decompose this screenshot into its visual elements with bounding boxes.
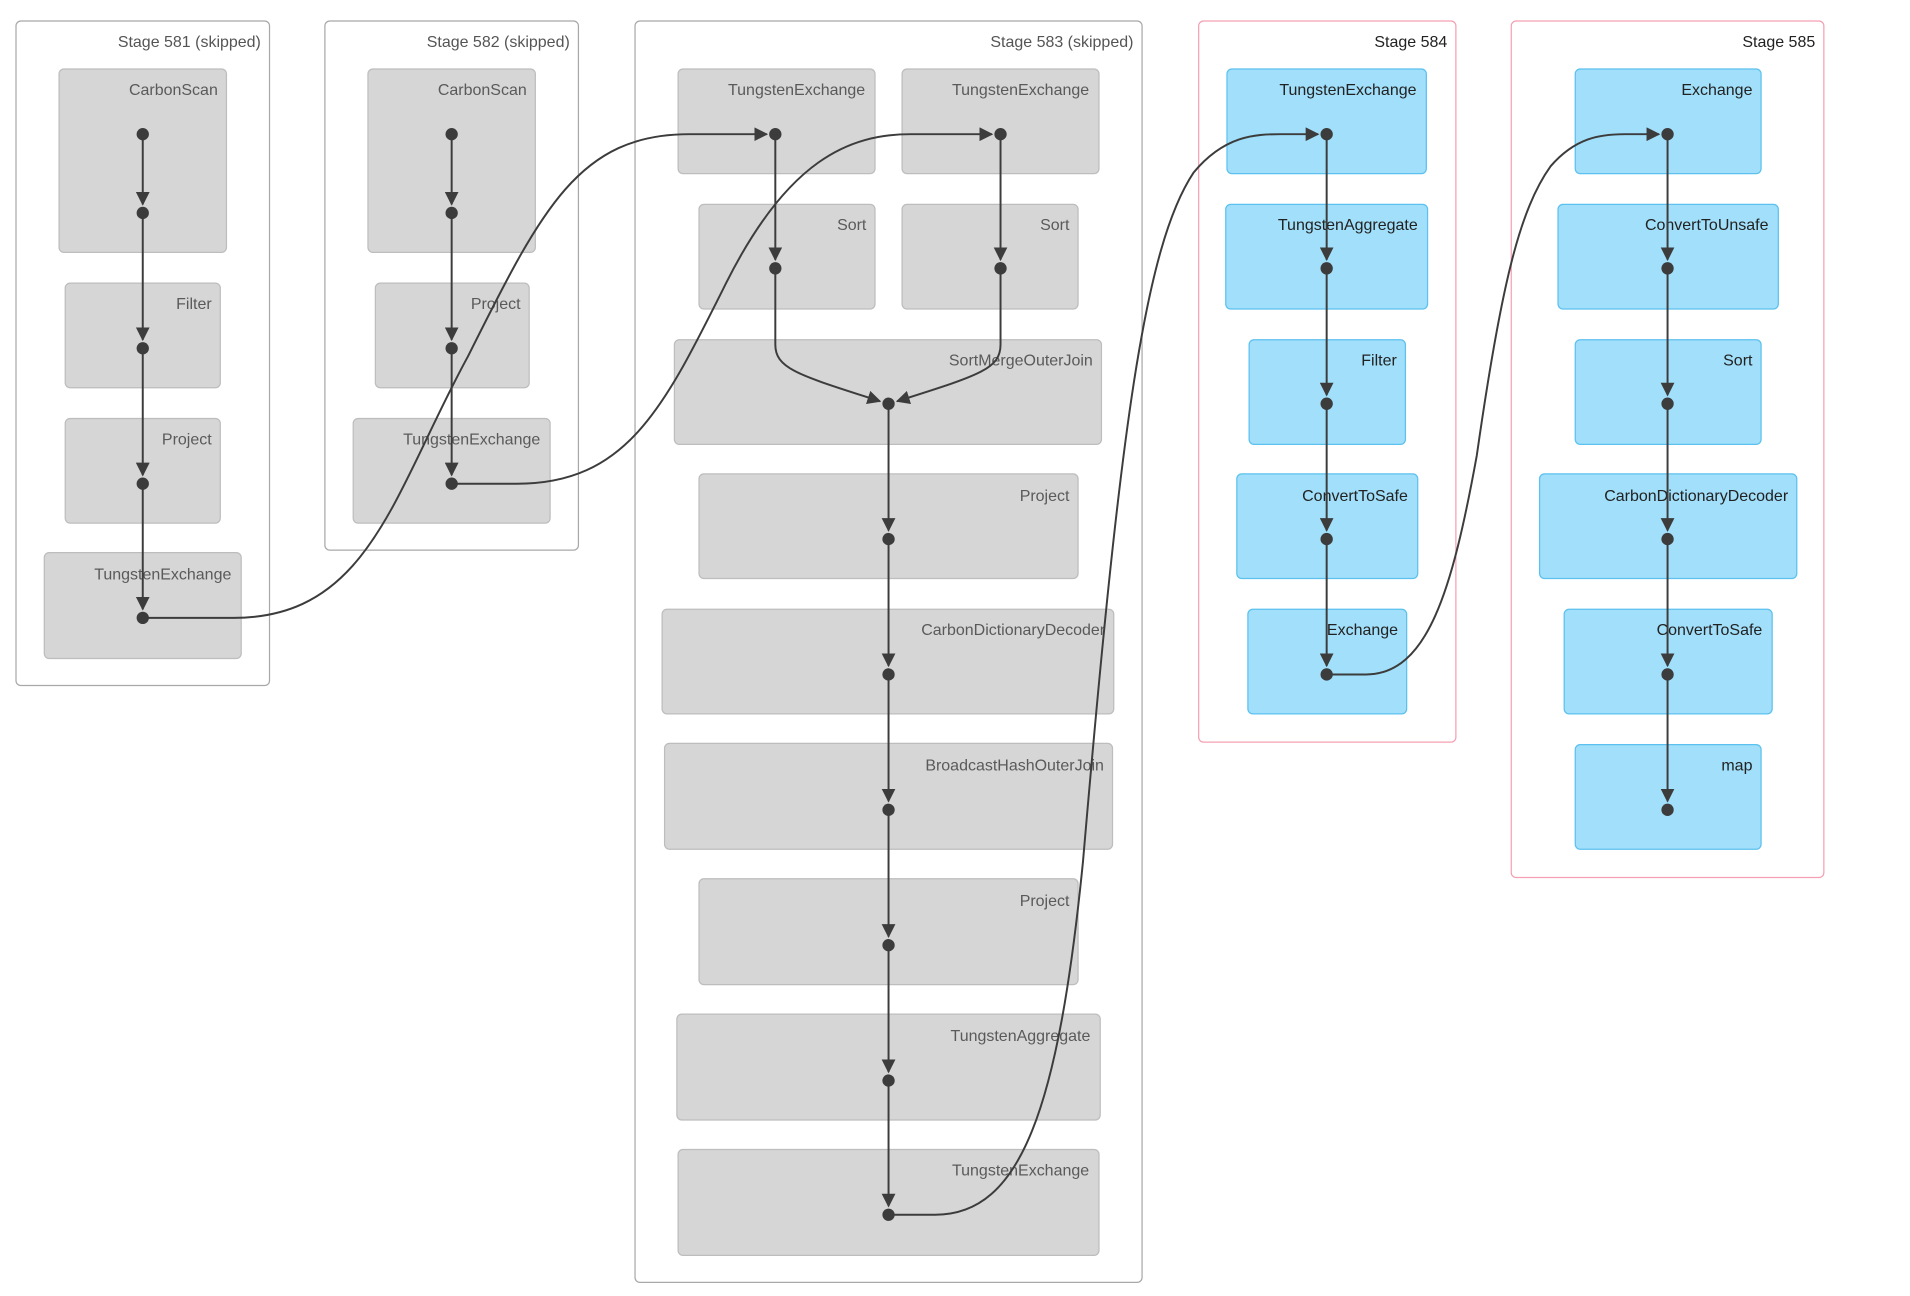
rdd-dot[interactable] (1320, 262, 1333, 275)
node-label: TungstenExchange (952, 1162, 1089, 1179)
node-sort-left[interactable]: Sort (698, 203, 876, 310)
node-label: ConvertToSafe (1302, 488, 1408, 505)
rdd-dot[interactable] (1320, 128, 1333, 141)
edge (895, 268, 1002, 405)
rdd-dot[interactable] (882, 939, 895, 952)
rdd-dot[interactable] (1661, 128, 1674, 141)
node-label: TungstenExchange (403, 431, 540, 448)
rdd-dot[interactable] (994, 128, 1007, 141)
edge (774, 268, 882, 404)
rdd-dot[interactable] (769, 128, 782, 141)
node-box[interactable] (698, 203, 876, 310)
rdd-dot[interactable] (445, 342, 458, 355)
node-sort-right[interactable]: Sort (901, 203, 1079, 310)
stage-581-title[interactable]: Stage 581 (skipped) (118, 34, 261, 51)
node-label: Sort (1040, 217, 1070, 234)
rdd-dot[interactable] (769, 262, 782, 275)
node-label: BroadcastHashOuterJoin (925, 757, 1104, 774)
node-label: TungstenAggregate (951, 1028, 1091, 1045)
rdd-dot[interactable] (882, 803, 895, 816)
rdd-dot[interactable] (136, 206, 149, 220)
rdd-dot[interactable] (882, 668, 895, 681)
node-label: CarbonDictionaryDecoder (921, 622, 1106, 639)
edge (451, 127, 994, 485)
dots (136, 128, 1674, 1221)
node-tungstenexchange-right[interactable]: TungstenExchange (901, 68, 1100, 175)
rdd-dot[interactable] (882, 532, 895, 546)
stage-584-title[interactable]: Stage 584 (1374, 34, 1447, 51)
rdd-dot[interactable] (1320, 397, 1333, 410)
rdd-dot[interactable] (1661, 532, 1674, 546)
rdd-dot[interactable] (1661, 668, 1674, 681)
node-label: Sort (1723, 353, 1753, 370)
node-label: Sort (837, 217, 867, 234)
node-label: TungstenExchange (1279, 82, 1416, 99)
edges (135, 127, 1675, 1216)
node-label: TungstenAggregate (1278, 217, 1418, 234)
node-label: map (1721, 757, 1752, 774)
edge (888, 127, 1320, 1216)
rdd-dot[interactable] (136, 477, 149, 490)
rdd-dot[interactable] (445, 477, 458, 490)
node-label: Filter (176, 296, 212, 313)
node-label: CarbonDictionaryDecoder (1604, 488, 1789, 505)
node-label: CarbonScan (438, 82, 527, 99)
rdd-dot[interactable] (1320, 532, 1333, 546)
node-label: Project (1020, 488, 1070, 505)
edge (1326, 127, 1661, 676)
node-tungstenexchange-left[interactable]: TungstenExchange (677, 68, 876, 175)
node-label: Project (471, 296, 521, 313)
node-label: ConvertToSafe (1657, 622, 1763, 639)
rdd-dot[interactable] (136, 128, 149, 141)
node-box[interactable] (901, 203, 1079, 310)
node-label: Exchange (1327, 622, 1398, 639)
rdd-dot[interactable] (882, 397, 895, 410)
rdd-dot[interactable] (1320, 668, 1333, 681)
node-label: ConvertToUnsafe (1645, 217, 1769, 234)
stage-582-title[interactable]: Stage 582 (skipped) (427, 34, 570, 51)
rdd-dot[interactable] (445, 128, 458, 141)
node-label: Project (1020, 893, 1070, 910)
node-label: Project (162, 431, 212, 448)
rdd-dot[interactable] (994, 262, 1007, 275)
rdd-dot[interactable] (136, 342, 149, 355)
node-tungstenexchange[interactable]: TungstenExchange (1226, 68, 1427, 175)
edge (142, 127, 769, 619)
node-label: TungstenExchange (94, 567, 231, 584)
node-label: CarbonScan (129, 82, 218, 99)
rdd-dot[interactable] (1661, 803, 1674, 816)
rdd-dot[interactable] (136, 611, 149, 625)
stage-585-title[interactable]: Stage 585 (1742, 34, 1815, 51)
node-label: TungstenExchange (728, 82, 865, 99)
stage-583-title[interactable]: Stage 583 (skipped) (990, 34, 1133, 51)
node-exchange[interactable]: Exchange (1574, 68, 1762, 175)
rdd-dot[interactable] (1661, 397, 1674, 410)
rdd-dot[interactable] (445, 206, 458, 220)
rdd-dot[interactable] (882, 1208, 895, 1221)
node-label: Filter (1361, 353, 1397, 370)
node-label: TungstenExchange (952, 82, 1089, 99)
rdd-dot[interactable] (882, 1074, 895, 1087)
node-label: Exchange (1681, 82, 1752, 99)
rdd-dot[interactable] (1661, 262, 1674, 275)
node-box[interactable] (677, 68, 876, 175)
node-label: SortMergeOuterJoin (949, 353, 1093, 370)
